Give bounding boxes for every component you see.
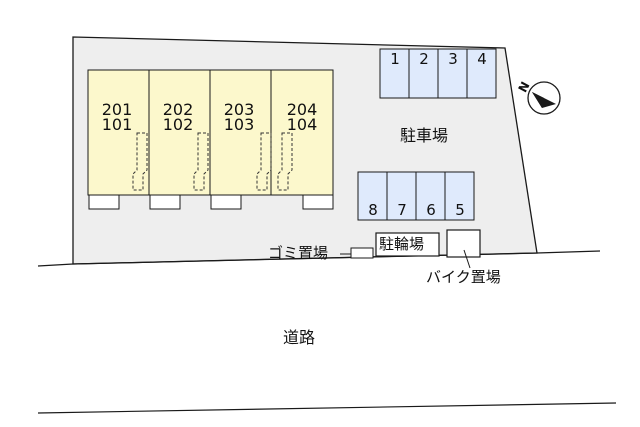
road-label: 道路 [283, 328, 316, 347]
garbage-box [350, 247, 374, 259]
parking-label: 駐車場 [400, 126, 449, 145]
garbage-label: ゴミ置場 [268, 244, 329, 262]
parking-number: 1 [390, 50, 400, 68]
stair-outline [256, 132, 272, 191]
parking-number: 5 [455, 201, 465, 219]
parking-bottom-row [357, 171, 475, 221]
parking-slot [437, 48, 468, 99]
parking-top-row [379, 48, 497, 99]
motorbike-label: バイク置場 [426, 268, 501, 286]
parking-number: 7 [397, 201, 407, 219]
entrance-step [88, 194, 120, 210]
parking-number: 2 [419, 50, 429, 68]
road-edge-top [37, 250, 601, 267]
parking-number: 4 [477, 50, 487, 68]
parking-slot [415, 171, 446, 221]
parking-slot [466, 48, 497, 99]
stair-outline [132, 132, 148, 191]
unit-block [270, 69, 334, 196]
entrance-step [210, 194, 242, 210]
parking-number: 8 [368, 201, 378, 219]
entrance-step [302, 194, 334, 210]
motorbike-leader [463, 249, 471, 269]
compass-icon [527, 81, 561, 115]
stair-outline [193, 132, 209, 191]
motorbike-box [446, 229, 481, 258]
road-edge-bottom [37, 402, 617, 414]
bicycle-label: 駐輪場 [379, 235, 425, 253]
parking-slot [357, 171, 388, 221]
parking-number: 6 [426, 201, 436, 219]
parking-number: 3 [448, 50, 458, 68]
entrance-step [149, 194, 181, 210]
parking-slot [379, 48, 410, 99]
stair-outline [277, 132, 293, 191]
bicycle-box [375, 232, 440, 257]
parking-slot [444, 171, 475, 221]
building [87, 69, 334, 210]
